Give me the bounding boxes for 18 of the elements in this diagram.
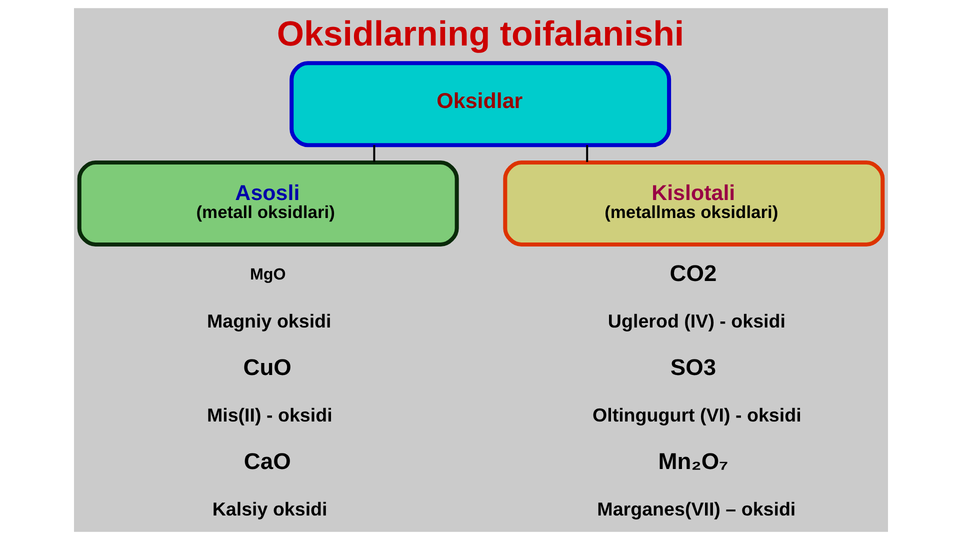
label: Kalsiy oksidi [212, 498, 327, 520]
diagram-title: Oksidlarning toifalanishi [276, 14, 684, 54]
label: Mis(II) - oksidi [206, 404, 332, 426]
label: Mn₂O₇ [658, 448, 728, 474]
connector [372, 145, 375, 162]
label: Marganes(VII) – oksidi [596, 498, 796, 520]
label: Magniy oksidi [206, 310, 331, 332]
label: CO2 [669, 260, 716, 286]
connector [586, 145, 588, 162]
label: MgO [249, 266, 286, 284]
node-box: Oksidlar [289, 61, 671, 148]
node-box: Kislotali (metallmas oksidlari) [502, 160, 884, 246]
label: CaO [243, 448, 290, 474]
label: Oltingugurt (VI) - oksidi [592, 404, 801, 426]
label: SO3 [670, 354, 716, 380]
label: CuO [242, 354, 291, 380]
label: Uglerod (IV) - oksidi [607, 310, 785, 332]
node-box: Asosli (metall oksidlari) [76, 160, 458, 246]
